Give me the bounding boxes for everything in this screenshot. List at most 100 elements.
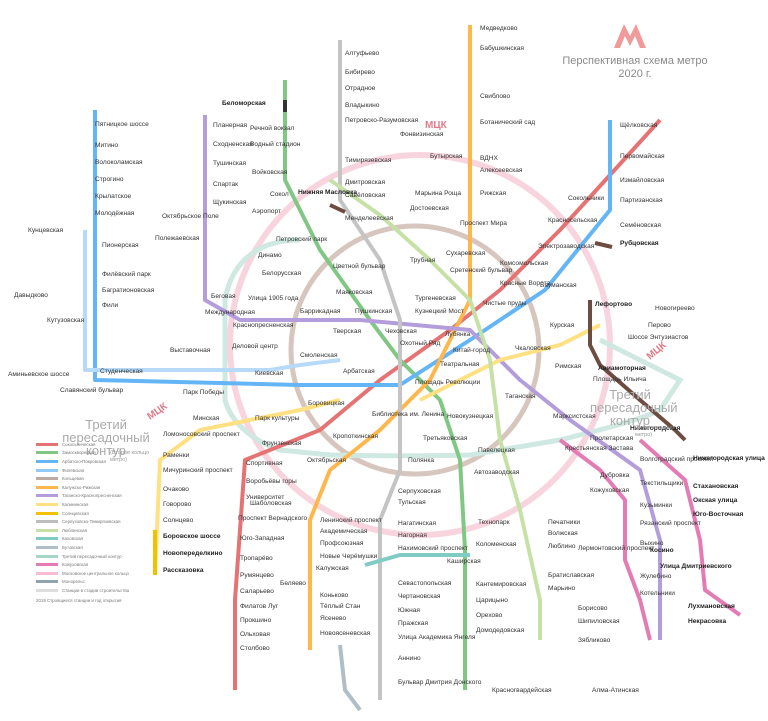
station-label[interactable]: Улица Дмитриевского: [660, 563, 732, 570]
station-label[interactable]: Рубцовская: [620, 239, 659, 247]
station-label[interactable]: Менделеевская: [345, 215, 394, 222]
station-label[interactable]: Кузнецкий Мост: [415, 307, 464, 315]
station-label[interactable]: Каширская: [447, 558, 481, 565]
station-label[interactable]: Театральная: [440, 361, 480, 368]
station-label[interactable]: Пушкинская: [355, 308, 393, 315]
station-label[interactable]: Аннино: [398, 655, 421, 662]
station-label[interactable]: Прокшино: [240, 617, 272, 624]
line-tpk-new-east[interactable]: [588, 300, 687, 442]
station-label[interactable]: Кузьминки: [640, 502, 672, 509]
station-label[interactable]: Дмитровская: [345, 179, 385, 186]
station-label[interactable]: Нижегородская улица: [693, 455, 765, 462]
station-label[interactable]: Профсоюзная: [320, 540, 364, 547]
station-label[interactable]: Красносельская: [548, 217, 598, 224]
station-label[interactable]: Спартак: [213, 181, 238, 188]
station-label[interactable]: Кропоткинская: [333, 433, 378, 440]
station-label[interactable]: Крылатское: [95, 193, 131, 200]
station-label[interactable]: Римская: [555, 363, 582, 370]
station-label[interactable]: Автозаводская: [474, 469, 520, 476]
station-label[interactable]: Трубная: [410, 256, 436, 264]
station-label[interactable]: Рассказовка: [163, 567, 204, 574]
station-label[interactable]: Сокольники: [568, 195, 604, 202]
station-label[interactable]: Калужская: [316, 565, 349, 572]
station-label[interactable]: Пятницкое шоссе: [95, 121, 149, 128]
station-label[interactable]: Первомайская: [620, 152, 665, 160]
station-label[interactable]: Боровицкая: [308, 400, 345, 407]
station-label[interactable]: Рижская: [480, 190, 506, 197]
station-label[interactable]: Технопарк: [478, 519, 510, 526]
station-label[interactable]: Очаково: [163, 486, 189, 493]
line-8a-solntsevskaya[interactable]: [153, 398, 341, 576]
station-label[interactable]: Шаболовская: [250, 499, 292, 507]
station-label[interactable]: Динамо: [258, 252, 282, 259]
station-label[interactable]: Авиамоторная: [598, 365, 646, 372]
station-label[interactable]: Серпуховская: [398, 488, 441, 495]
line-12-butovskaya[interactable]: [338, 644, 362, 712]
station-label[interactable]: Марьино: [548, 585, 576, 592]
station-label[interactable]: Новоясеневская: [320, 630, 371, 637]
station-label[interactable]: Алексеевская: [480, 167, 523, 174]
station-label[interactable]: Фонвизинская: [400, 131, 444, 138]
station-label[interactable]: Юго-Восточная: [693, 511, 744, 518]
station-label[interactable]: Октябрьская: [307, 456, 347, 464]
station-label[interactable]: Дубровка: [600, 471, 630, 479]
station-label[interactable]: Измайловская: [620, 176, 665, 184]
station-label[interactable]: Ботанический сад: [480, 118, 535, 126]
station-label[interactable]: Лубянка: [445, 330, 471, 338]
station-label[interactable]: Красные Ворота: [500, 280, 551, 287]
station-label[interactable]: Водный стадион: [250, 140, 301, 148]
station-label[interactable]: Электрозаводская: [538, 243, 595, 250]
station-label[interactable]: Солнцево: [163, 517, 194, 524]
station-label[interactable]: Говорово: [163, 501, 192, 508]
station-label[interactable]: Ленинский проспект: [320, 516, 382, 524]
station-label[interactable]: Щёлковская: [620, 122, 658, 129]
station-label[interactable]: Беломорская: [222, 100, 266, 107]
line-15-kozhukhovskaya[interactable]: [558, 438, 652, 641]
station-label[interactable]: Мичуринский проспект: [163, 466, 233, 474]
station-label[interactable]: Севастопольская: [398, 580, 452, 587]
station-label[interactable]: Новогиреево: [655, 305, 695, 312]
station-label[interactable]: Славянский бульвар: [60, 386, 123, 394]
station-label[interactable]: Планерная: [213, 122, 248, 129]
station-label[interactable]: Отрадное: [345, 85, 376, 92]
station-label[interactable]: Коньково: [320, 592, 349, 599]
station-label[interactable]: Международная: [205, 309, 255, 316]
station-label[interactable]: Южная: [398, 607, 420, 614]
station-label[interactable]: Кутузовская: [47, 317, 85, 324]
station-label[interactable]: Парк культуры: [255, 415, 300, 422]
station-label[interactable]: Раменки: [163, 452, 190, 459]
station-label[interactable]: Минская: [193, 415, 220, 422]
station-label[interactable]: Борисово: [578, 605, 608, 612]
station-label[interactable]: Печатники: [548, 519, 580, 526]
station-label[interactable]: Беговая: [211, 293, 236, 300]
station-label[interactable]: Нижегородская: [630, 425, 680, 432]
station-label[interactable]: Строгино: [95, 176, 124, 183]
station-label[interactable]: Курская: [550, 322, 575, 329]
station-label[interactable]: Волжская: [548, 530, 578, 537]
station-label[interactable]: Шоссе Энтузиастов: [628, 334, 689, 341]
station-label[interactable]: Крестьянская Застава: [565, 445, 634, 452]
station-label[interactable]: Воробьёвы горы: [246, 477, 297, 485]
station-label[interactable]: Новопеределкино: [163, 550, 223, 557]
station-label[interactable]: Перово: [648, 322, 671, 329]
station-label[interactable]: Полянка: [408, 457, 434, 464]
line-9-serpukhovsko-timiryazevskaya[interactable]: [338, 40, 402, 700]
station-label[interactable]: Фрунзенская: [262, 440, 302, 447]
station-label[interactable]: Арбатская: [343, 367, 375, 375]
station-label[interactable]: Павелецкая: [478, 447, 515, 454]
station-label[interactable]: Нахимовский проспект: [398, 544, 468, 552]
line-10-lyublinsko-dmitrovskaya[interactable]: [328, 178, 542, 640]
station-label[interactable]: Ясенево: [320, 615, 346, 622]
station-label[interactable]: Саларьево: [240, 588, 274, 595]
station-label[interactable]: Тимирязевская: [345, 157, 392, 164]
tpk-line[interactable]: [222, 237, 684, 459]
station-label[interactable]: Сходненская: [213, 141, 253, 148]
station-label[interactable]: Проспект Вернадского: [238, 515, 307, 522]
line-8-kalininskaya[interactable]: [419, 323, 601, 402]
station-label[interactable]: Шипиловская: [578, 618, 620, 625]
station-label[interactable]: Тропарёво: [240, 555, 273, 562]
station-label[interactable]: Площадь Ильича: [593, 376, 647, 383]
station-label[interactable]: Братиславская: [548, 572, 594, 579]
station-label[interactable]: Кантемировская: [476, 581, 527, 588]
station-label[interactable]: Библиотека им. Ленина: [372, 410, 445, 418]
